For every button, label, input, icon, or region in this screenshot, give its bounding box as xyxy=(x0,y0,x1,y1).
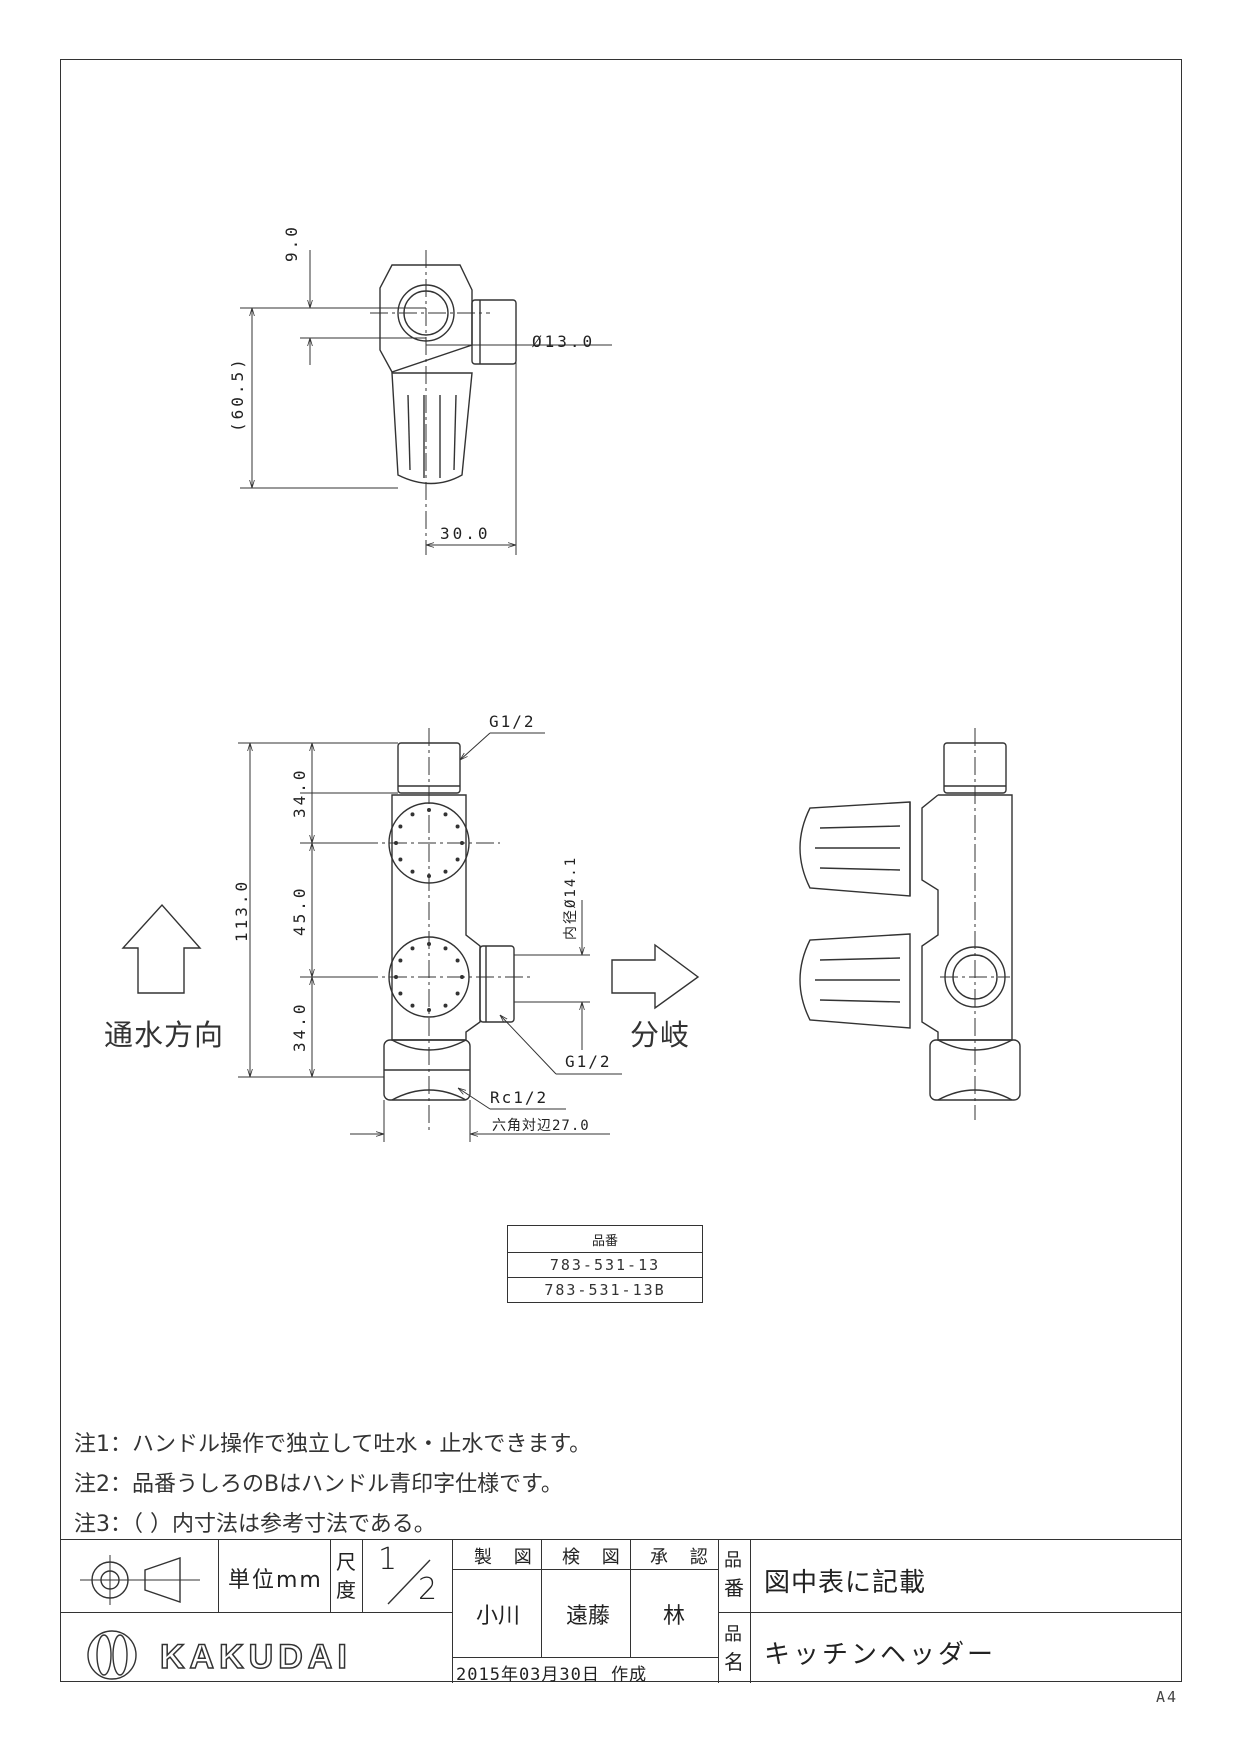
unit-label: 単位mm xyxy=(228,1568,323,1593)
dim-inner-dia: 内径Ø14.1 xyxy=(563,855,579,940)
handle-rib-dot xyxy=(427,874,431,878)
part-no-label-1: 品 xyxy=(724,1550,742,1571)
branch-label: 分岐 xyxy=(630,1018,691,1052)
scale-numerator: 1 xyxy=(378,1542,398,1577)
dim-top-30: 30.0 xyxy=(440,524,491,543)
dim-rc: Rc1/2 xyxy=(490,1088,549,1107)
scale-label-1: 尺 xyxy=(336,1550,356,1574)
dim-34-bottom: 34.0 xyxy=(290,1001,309,1052)
top-view xyxy=(240,250,612,555)
handle-rib-dot xyxy=(427,1008,431,1012)
scale-denominator: 2 xyxy=(418,1572,438,1607)
drawing-frame xyxy=(60,59,1182,1682)
dim-45: 45.0 xyxy=(290,885,309,936)
dim-g-top: G1/2 xyxy=(489,712,536,731)
handle-rib-dot xyxy=(443,1003,448,1008)
handle-rib-dot xyxy=(410,869,415,874)
part-row: 783-531-13B xyxy=(507,1277,703,1303)
handle-rib-dot xyxy=(394,841,398,845)
handle-rib-dot xyxy=(427,808,431,812)
title-block: 単位mm 尺 度 1 2 製 図 検 図 承 認 小川 遠藤 林 2015年03… xyxy=(60,1539,1182,1685)
front-view xyxy=(238,728,622,1142)
part-name-value: キッチンヘッダー xyxy=(764,1640,997,1670)
dim-top-60: (60.5) xyxy=(228,356,247,432)
handle-rib-dot xyxy=(460,975,464,979)
part-no-label-2: 番 xyxy=(724,1576,744,1600)
handle-rib-dot xyxy=(410,946,415,951)
handle-rib-dot xyxy=(398,958,403,963)
checked-label: 検 図 xyxy=(562,1547,628,1568)
checked-by: 遠藤 xyxy=(566,1604,611,1629)
dim-top-9: 9.0 xyxy=(282,224,301,262)
drawn-by: 小川 xyxy=(476,1604,521,1629)
creation-date: 2015年03月30日 作成 xyxy=(456,1665,648,1685)
handle-rib-dot xyxy=(410,812,415,817)
dim-g-branch: G1/2 xyxy=(565,1052,612,1071)
kakudai-logo-icon xyxy=(87,1630,137,1680)
handle-rib-dot xyxy=(455,958,460,963)
handle-rib-dot xyxy=(398,857,403,862)
handle-rib-dot xyxy=(455,857,460,862)
part-table-header: 品番 xyxy=(507,1225,703,1253)
scale-label-2: 度 xyxy=(336,1578,356,1602)
part-number-table: 品番 783-531-13 783-531-13B xyxy=(507,1225,703,1303)
right-view xyxy=(799,728,1021,1120)
handle-rib-dot xyxy=(443,812,448,817)
drawn-label: 製 図 xyxy=(474,1547,540,1568)
part-no-value: 図中表に記載 xyxy=(764,1568,927,1598)
flow-arrow-icon xyxy=(121,903,202,994)
handle-rib-dot xyxy=(398,824,403,829)
approved-label: 承 認 xyxy=(650,1547,716,1568)
part-row: 783-531-13 xyxy=(507,1252,703,1278)
scale-slash-icon xyxy=(387,1559,431,1605)
company-name: KAKUDAI xyxy=(159,1637,352,1677)
handle-rib-dot xyxy=(455,991,460,996)
note-1: 注1：ハンドル操作で独立して吐水・止水できます。 xyxy=(74,1432,592,1457)
handle-rib-dot xyxy=(460,841,464,845)
handle-rib-dot xyxy=(443,946,448,951)
handle-rib-dot xyxy=(455,824,460,829)
flow-direction-label: 通水方向 xyxy=(104,1018,225,1052)
handle-rib-dot xyxy=(443,869,448,874)
projection-symbol-icon xyxy=(80,1555,200,1605)
part-name-label-1: 品 xyxy=(724,1624,742,1645)
part-name-label-2: 名 xyxy=(724,1650,744,1674)
handle-rib-dot xyxy=(410,1003,415,1008)
dim-hex: 六角対辺27.0 xyxy=(492,1118,590,1134)
handle-rib-dot xyxy=(398,991,403,996)
dim-top-dia13: Ø13.0 xyxy=(532,332,596,351)
note-2: 注2：品番うしろのBはハンドル青印字仕様です。 xyxy=(74,1472,563,1497)
dim-34-top: 34.0 xyxy=(290,767,309,818)
approved-by: 林 xyxy=(663,1604,686,1629)
handle-rib-dot xyxy=(427,942,431,946)
branch-arrow-icon xyxy=(611,943,700,1010)
dim-113: 113.0 xyxy=(232,878,251,942)
note-3: 注3：（ ）内寸法は参考寸法である。 xyxy=(74,1512,436,1537)
sheet-size: A4 xyxy=(1156,1688,1179,1706)
handle-rib-dot xyxy=(394,975,398,979)
